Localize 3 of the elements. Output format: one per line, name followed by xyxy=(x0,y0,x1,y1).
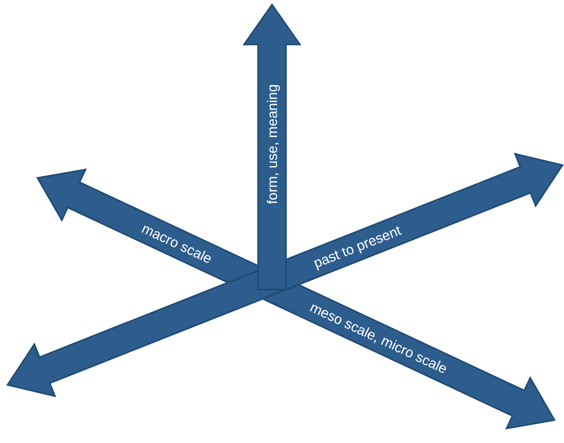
arrow-label: macro scale xyxy=(140,220,214,266)
arrow-label: form, use, meaning xyxy=(265,84,279,204)
arrow-label: meso scale, micro scale xyxy=(308,300,450,376)
